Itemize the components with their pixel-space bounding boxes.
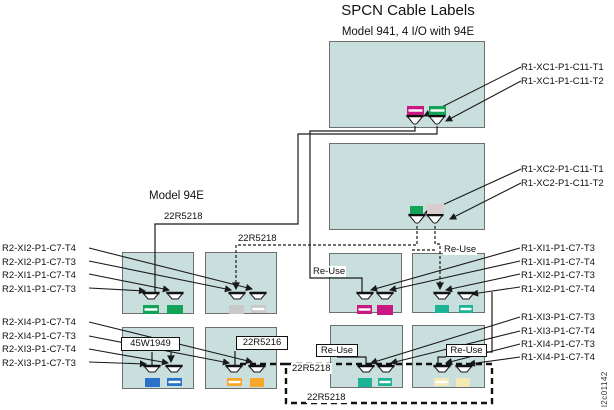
arrow-r2xi1-t4 bbox=[88, 273, 171, 293]
part-number-22r5218-b: 22R5218 bbox=[237, 233, 278, 244]
connector-funnel bbox=[165, 291, 185, 300]
color-tag-stripe bbox=[358, 308, 371, 311]
connector-funnel bbox=[405, 114, 425, 125]
connector-color-tag-orange-solid bbox=[250, 378, 264, 387]
arrow-r2xi2-t4 bbox=[88, 247, 254, 291]
cable-label-xc2-t1: R1-XC2-P1-C11-T1 bbox=[521, 164, 604, 175]
connector-funnel bbox=[376, 364, 396, 373]
cable-label-r2xi4-t4: R2-XI4-P1-C7-T4 bbox=[2, 317, 76, 328]
arrow-r2xi2-t3 bbox=[88, 260, 233, 293]
part-number-22r5218-d: 22R5218 bbox=[306, 392, 347, 403]
cable-label-xc2-t2: R1-XC2-P1-C11-T2 bbox=[521, 178, 604, 189]
cable-label-r2xi1-t4: R2-XI1-P1-C7-T4 bbox=[2, 270, 76, 281]
connector-funnel bbox=[247, 364, 267, 373]
io-box-r1-xi1 bbox=[329, 253, 402, 313]
connector-funnel bbox=[432, 364, 452, 373]
part-number-22r5218-a: 22R5218 bbox=[164, 211, 203, 222]
connector-color-tag-pale_yellow-solid bbox=[456, 378, 470, 387]
cable-label-r1xi2-t4: R1-XI2-P1-C7-T4 bbox=[521, 284, 595, 295]
reuse-label-4: Re-Use bbox=[446, 344, 487, 357]
cable-label-r1xi1-t4: R1-XI1-P1-C7-T4 bbox=[521, 257, 595, 268]
color-tag-stripe bbox=[168, 380, 181, 384]
connector-funnel bbox=[425, 213, 445, 224]
connector-funnel bbox=[375, 291, 395, 300]
arrow-r1xi2-t3 bbox=[444, 273, 521, 293]
cable-label-r2xi4-t3: R2-XI4-P1-C7-T3 bbox=[2, 331, 76, 342]
reuse-label-1: Re-Use bbox=[443, 244, 478, 255]
cable-label-r2xi2-t4: R2-XI2-P1-C7-T4 bbox=[2, 243, 76, 254]
color-tag-stripe bbox=[144, 308, 158, 311]
cable-line-xc1t1-reuse bbox=[309, 126, 416, 292]
model-94e-label: Model 94E bbox=[149, 190, 204, 202]
model-subtitle: Model 941, 4 I/O with 94E bbox=[341, 26, 475, 38]
cable-label-r2xi3-t4: R2-XI3-P1-C7-T4 bbox=[2, 344, 76, 355]
arrow-r2xi3-t3 bbox=[88, 360, 148, 368]
cable-label-r1xi3-t4: R1-XI3-P1-C7-T4 bbox=[521, 326, 595, 337]
connector-funnel bbox=[407, 213, 427, 224]
cable-label-r1xi3-t3: R1-XI3-P1-C7-T3 bbox=[521, 312, 595, 323]
connector-funnel bbox=[224, 364, 244, 373]
dashed-cable-reuse-right bbox=[434, 226, 444, 291]
arrow-r1xi4-t4 bbox=[467, 356, 521, 367]
arrow-r1xi1-t3 bbox=[369, 247, 521, 292]
connector-funnel bbox=[142, 364, 162, 373]
dashed-cable-22r5218-left bbox=[232, 226, 418, 291]
cable-label-r1xi1-t3: R1-XI1-P1-C7-T3 bbox=[521, 243, 595, 254]
cable-label-r2xi3-t3: R2-XI3-P1-C7-T3 bbox=[2, 358, 76, 369]
arrow-r1xi2-t4 bbox=[470, 286, 521, 297]
connector-funnel bbox=[141, 291, 161, 300]
connector-funnel bbox=[355, 291, 375, 300]
connector-funnel bbox=[248, 291, 268, 300]
connector-funnel bbox=[227, 291, 247, 300]
connector-color-tag-green-solid bbox=[410, 206, 423, 214]
color-tag-stripe bbox=[430, 109, 445, 112]
connector-funnel bbox=[456, 291, 476, 300]
arrow-xc1-t2 bbox=[445, 80, 522, 122]
connector-funnel bbox=[432, 291, 452, 300]
color-tag-stripe bbox=[408, 109, 423, 112]
io-box-r2-xi2 bbox=[205, 252, 277, 314]
color-tag-stripe bbox=[460, 307, 472, 311]
arrow-xc2-t2 bbox=[449, 182, 522, 220]
arrow-r2xi3-t4 bbox=[88, 348, 170, 366]
reuse-label-2: Re-Use bbox=[312, 266, 347, 277]
cable-label-r2xi2-t3: R2-XI2-P1-C7-T3 bbox=[2, 257, 76, 268]
cable-label-xc1-t2: R1-XC1-P1-C11-T2 bbox=[521, 76, 604, 87]
cable-label-r2xi1-t3: R2-XI1-P1-C7-T3 bbox=[2, 284, 76, 295]
connector-color-tag-warm_gray-solid bbox=[427, 204, 444, 214]
color-tag-stripe bbox=[252, 307, 265, 311]
connector-color-tag-teal-solid bbox=[358, 378, 372, 387]
arrow-r1xi3-t3 bbox=[369, 316, 521, 365]
reuse-label-3: Re-Use bbox=[316, 344, 358, 357]
connector-funnel bbox=[454, 364, 474, 373]
dashed-loop-22r5218 bbox=[284, 362, 494, 405]
connector-funnel bbox=[356, 364, 376, 373]
figure-id: l2c01142 bbox=[600, 371, 609, 407]
connector-color-tag-magenta-solid bbox=[377, 305, 393, 315]
part-number-22r5216: 22R5216 bbox=[236, 336, 288, 350]
arrow-r2xi1-t3 bbox=[88, 287, 147, 295]
cable-label-r1xi4-t3: R1-XI4-P1-C7-T3 bbox=[521, 339, 595, 350]
part-number-45w1949: 45W1949 bbox=[121, 337, 180, 351]
color-tag-stripe bbox=[379, 380, 391, 384]
color-tag-stripe bbox=[228, 380, 241, 384]
connector-funnel bbox=[164, 364, 184, 373]
cable-label-r1xi2-t3: R1-XI2-P1-C7-T3 bbox=[521, 270, 595, 281]
connector-color-tag-blue-solid bbox=[145, 378, 160, 387]
connector-color-tag-green-solid bbox=[167, 305, 183, 314]
connector-color-tag-teal-solid bbox=[435, 305, 449, 313]
connector-funnel bbox=[427, 114, 447, 125]
cable-label-r1xi4-t4: R1-XI4-P1-C7-T4 bbox=[521, 352, 595, 363]
connector-color-tag-gray-solid bbox=[229, 305, 244, 314]
arrow-r1xi1-t4 bbox=[388, 260, 521, 293]
diagram-title: SPCN Cable Labels bbox=[341, 2, 475, 19]
cable-line-reuse4-riser bbox=[487, 292, 493, 353]
color-tag-stripe bbox=[435, 380, 448, 384]
part-number-22r5218-c: 22R5218 bbox=[291, 363, 332, 374]
cable-label-xc1-t1: R1-XC1-P1-C11-T1 bbox=[521, 62, 604, 73]
cable-line-xc1t2-22r5218 bbox=[154, 126, 438, 292]
system-unit-box-941-bottom bbox=[329, 143, 485, 230]
